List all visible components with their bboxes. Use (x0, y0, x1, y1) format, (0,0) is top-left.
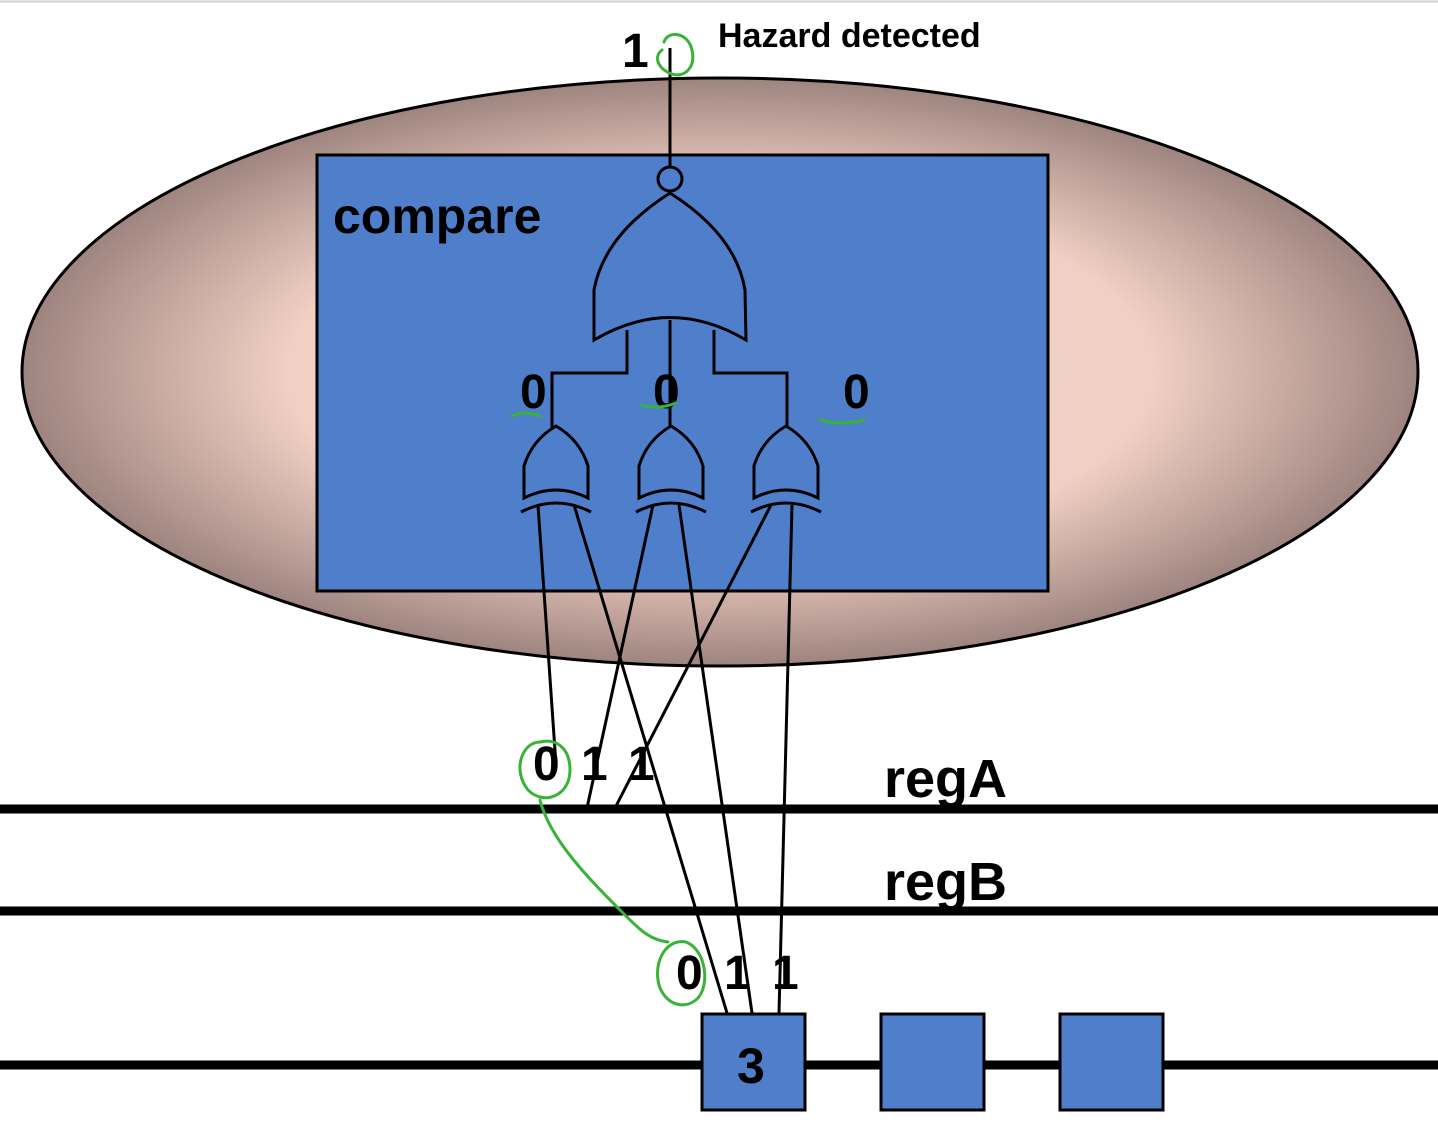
dest-box-3 (1058, 1012, 1165, 1112)
dest-bit-1: 1 (724, 947, 751, 1000)
connecting-stroke (538, 798, 670, 944)
dest-box-2 (879, 1012, 986, 1112)
hazard-detected-label: Hazard detected (718, 17, 981, 55)
regA-label: regA (884, 749, 1007, 809)
xor-input-wires (536, 504, 794, 1014)
nor-input-wire-right (712, 330, 789, 428)
dest-bit-0: 0 (676, 947, 703, 1000)
xor-2-underline (640, 401, 678, 409)
regA-bit-circle (518, 739, 572, 800)
xor-gate-3 (750, 424, 822, 514)
annotation-ink (510, 33, 866, 1007)
dest-bit-2: 1 (772, 947, 799, 1000)
xor-output-2: 0 (653, 366, 680, 419)
xor-1-underline (510, 411, 542, 418)
dest-box-1 (700, 1012, 807, 1112)
xor-output-3: 0 (843, 366, 870, 419)
regA-bit-2: 1 (628, 738, 655, 791)
regA-bit-0: 0 (533, 738, 560, 791)
nor-gate (592, 165, 748, 343)
output-circle-annotation (656, 33, 695, 77)
output-value: 1 (622, 25, 649, 78)
nor-input-wire-left (550, 330, 629, 428)
regB-label: regB (884, 852, 1007, 912)
xor-gate-1 (520, 424, 592, 514)
xor-output-1: 0 (520, 366, 547, 419)
dest-bit-circle (656, 940, 707, 1007)
regA-bit-1: 1 (581, 738, 608, 791)
xor-gate-2 (635, 424, 707, 514)
xor-3-underline (818, 418, 866, 425)
inversion-bubble (656, 165, 684, 193)
dest-box-1-label: 3 (737, 1038, 765, 1094)
compare-label: compare (333, 188, 541, 244)
